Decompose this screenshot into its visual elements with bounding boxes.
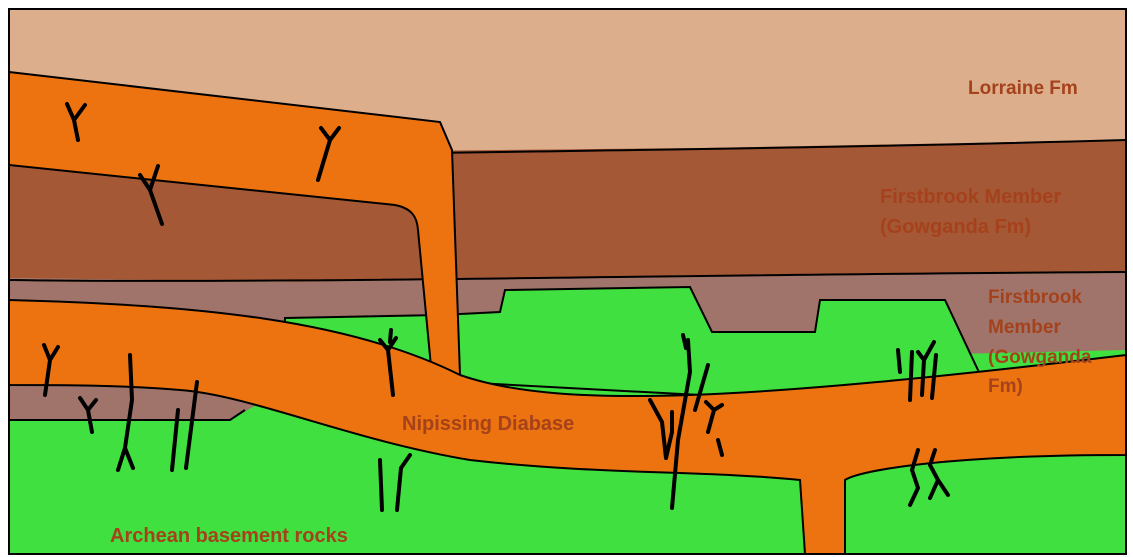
label-firstbrook-lower-line4: Fm) bbox=[988, 376, 1023, 397]
label-firstbrook-upper-line1: Firstbrook Member bbox=[880, 186, 1061, 208]
label-archean-basement: Archean basement rocks bbox=[110, 525, 348, 547]
label-nipissing-diabase: Nipissing Diabase bbox=[402, 413, 574, 435]
label-firstbrook-lower-line2: Member bbox=[988, 317, 1061, 338]
label-firstbrook-lower-line3: (Gowganda bbox=[988, 347, 1092, 368]
label-firstbrook-upper-line2: (Gowganda Fm) bbox=[880, 216, 1031, 238]
label-lorraine-fm: Lorraine Fm bbox=[968, 78, 1078, 99]
label-firstbrook-lower-line1: Firstbrook bbox=[988, 287, 1082, 308]
